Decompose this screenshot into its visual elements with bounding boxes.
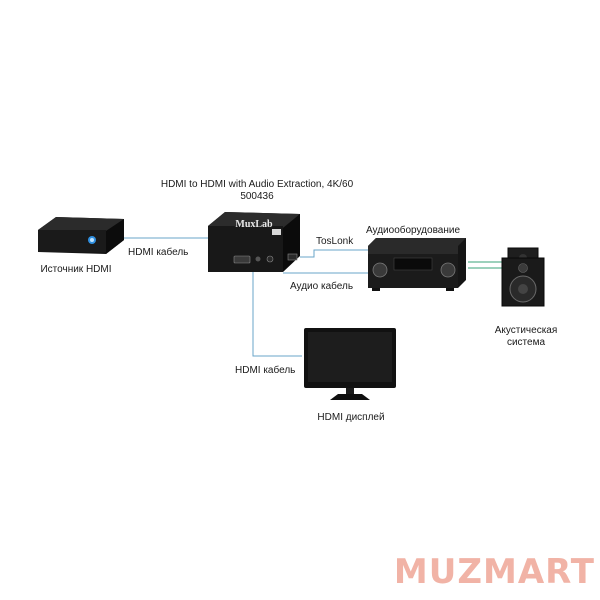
speaker-front — [501, 257, 545, 307]
hdmi-source-device — [38, 217, 124, 254]
label-toslink: TosLonk — [316, 236, 354, 247]
label-hdmi-cable-display: HDMI кабель — [235, 365, 296, 376]
diagram-title: HDMI to HDMI with Audio Extraction, 4K/6… — [160, 179, 354, 190]
hdmi-out-port-icon — [233, 255, 251, 264]
hdmi-display-device — [304, 328, 396, 400]
label-speakers-line1: Акустическая — [494, 325, 558, 336]
tweeter-icon — [518, 263, 528, 273]
label-hdmi-display: HDMI дисплей — [317, 412, 385, 423]
audio-jack-icon — [266, 255, 274, 263]
volume-knob-icon — [372, 262, 388, 278]
toslink-port-icon — [287, 253, 298, 261]
label-audio-equipment: Аудиооборудование — [366, 225, 461, 236]
toslink-line — [300, 249, 368, 258]
model-number: 500436 — [240, 191, 274, 202]
label-hdmi-cable-source: HDMI кабель — [128, 247, 189, 258]
device-badge — [272, 229, 281, 235]
watermark-logo: MUZMART — [393, 552, 595, 592]
muxlab-extractor-device: MuxLab — [208, 212, 300, 272]
label-hdmi-source: Источник HDMI — [40, 264, 112, 275]
label-audio-cable: Аудио кабель — [290, 281, 354, 292]
input-knob-icon — [440, 262, 456, 278]
hdmi-cable-line-display — [252, 270, 302, 357]
audio-receiver-device — [368, 238, 466, 291]
device-brand-logo: MuxLab — [235, 219, 273, 230]
receiver-display — [393, 257, 433, 271]
label-speakers-line2: система — [506, 337, 546, 348]
display-screen — [308, 332, 392, 382]
led-icon — [255, 256, 261, 262]
